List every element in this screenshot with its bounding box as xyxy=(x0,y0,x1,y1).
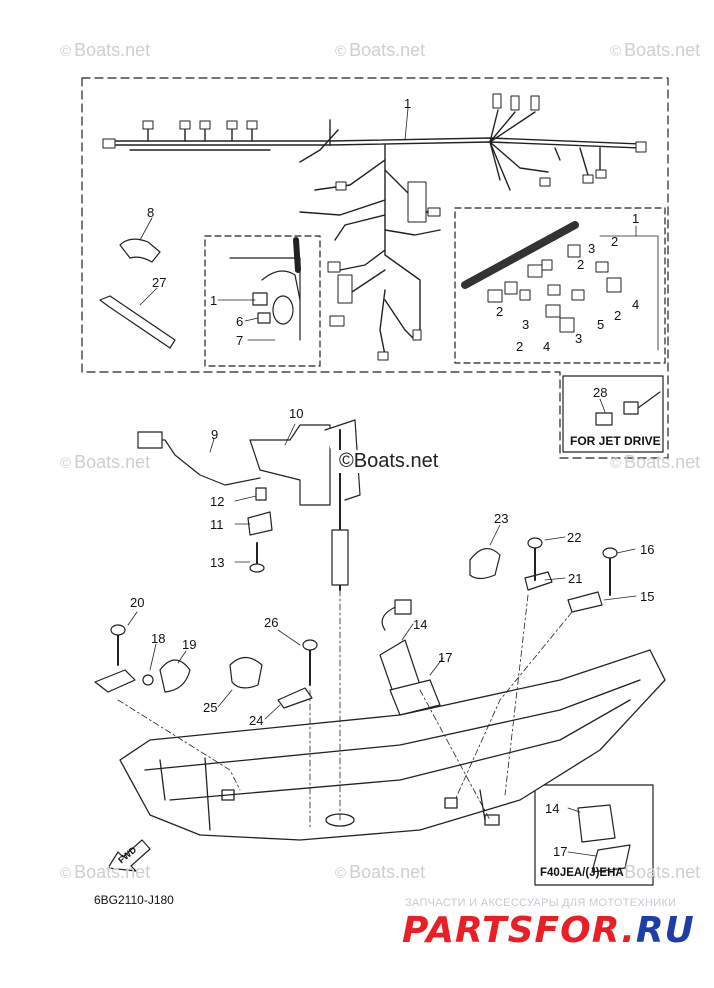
jet-drive-label: FOR JET DRIVE xyxy=(570,434,661,448)
label-part-17: 17 xyxy=(438,650,453,665)
label-part-13: 13 xyxy=(210,555,225,570)
model-label: F40JEA/(J)EHA xyxy=(540,867,624,879)
label-part-10: 10 xyxy=(289,406,304,421)
watermark-bottom-center: ©Boats.net xyxy=(335,862,426,882)
watermark-top-center: ©Boats.net xyxy=(335,40,426,60)
label-part-9: 9 xyxy=(211,427,219,442)
watermark-bottom-left: ©Boats.net xyxy=(60,862,151,882)
connector-inset-box xyxy=(454,207,666,364)
jet-drive-box xyxy=(562,375,664,453)
main-dashed-frame xyxy=(81,77,669,459)
label-part-14: 14 xyxy=(413,617,428,632)
watermark-top-left: ©Boats.net xyxy=(60,40,151,60)
label-part-21: 21 xyxy=(568,571,583,586)
model-box xyxy=(534,784,654,886)
watermark-mid-left: ©Boats.net xyxy=(60,452,151,472)
label-part-2: 2 xyxy=(496,304,504,319)
footer-caption: ЗАПЧАСТИ И АКСЕССУАРЫ ДЛЯ МОТОТЕХНИКИ xyxy=(405,897,677,909)
wire-harness xyxy=(107,109,641,356)
label-part-27: 27 xyxy=(152,275,167,290)
label-part-3: 3 xyxy=(575,331,583,346)
center-watermark: ©Boats.net xyxy=(337,450,441,473)
sensor-inset-box xyxy=(204,235,321,367)
label-part-11: 11 xyxy=(210,517,224,532)
watermark-top-right: ©Boats.net xyxy=(610,40,701,60)
label-part-28: 28 xyxy=(593,385,608,400)
fwd-arrow xyxy=(107,839,151,872)
label-part-19: 19 xyxy=(182,637,197,652)
label-part-2: 2 xyxy=(611,234,619,249)
label-part-3: 3 xyxy=(588,241,596,256)
label-part-23: 23 xyxy=(494,511,509,526)
watermark-mid-right: ©Boats.net xyxy=(610,452,701,472)
label-part-5: 5 xyxy=(597,317,605,332)
label-part-20: 20 xyxy=(130,595,145,610)
label-part-14-model: 14 xyxy=(545,801,560,816)
model-box-parts xyxy=(577,804,631,873)
tie-wrap-27 xyxy=(99,295,176,349)
label-part-25: 25 xyxy=(203,700,218,715)
lower-parts-right xyxy=(379,537,618,716)
label-part-6: 6 xyxy=(236,314,244,329)
label-part-2: 2 xyxy=(516,339,524,354)
lower-parts-left xyxy=(94,624,318,709)
label-part-3: 3 xyxy=(522,317,530,332)
label-part-2: 2 xyxy=(577,257,585,272)
label-part-15: 15 xyxy=(640,589,655,604)
clamp-8 xyxy=(119,238,161,263)
footer-logo: PARTSFOR.RU xyxy=(402,910,695,951)
label-part-12: 12 xyxy=(210,494,225,509)
boat-hull xyxy=(119,649,666,841)
installation-lines xyxy=(117,589,573,831)
label-part-26: 26 xyxy=(264,615,279,630)
label-part-17-model: 17 xyxy=(553,844,568,859)
label-part-16: 16 xyxy=(640,542,655,557)
label-part-2: 2 xyxy=(614,308,622,323)
label-part-1-inset: 1 xyxy=(632,211,640,226)
connector-28 xyxy=(595,391,661,426)
sensor-assembly xyxy=(229,237,301,341)
label-part-1-sensor: 1 xyxy=(210,293,218,308)
label-part-8: 8 xyxy=(147,205,155,220)
label-part-24: 24 xyxy=(249,713,264,728)
label-part-4: 4 xyxy=(543,339,551,354)
bracket-assembly xyxy=(137,419,361,591)
label-part-7: 7 xyxy=(236,333,244,348)
diagram-code: 6BG2110-J180 xyxy=(94,893,174,907)
leader-lines xyxy=(127,107,659,857)
connector-inset-parts xyxy=(461,221,622,333)
label-part-4: 4 xyxy=(632,297,640,312)
label-part-18: 18 xyxy=(151,631,166,646)
label-part-1: 1 xyxy=(404,96,412,111)
label-part-22: 22 xyxy=(567,530,582,545)
watermark-bottom-right: ©Boats.net xyxy=(610,862,701,882)
